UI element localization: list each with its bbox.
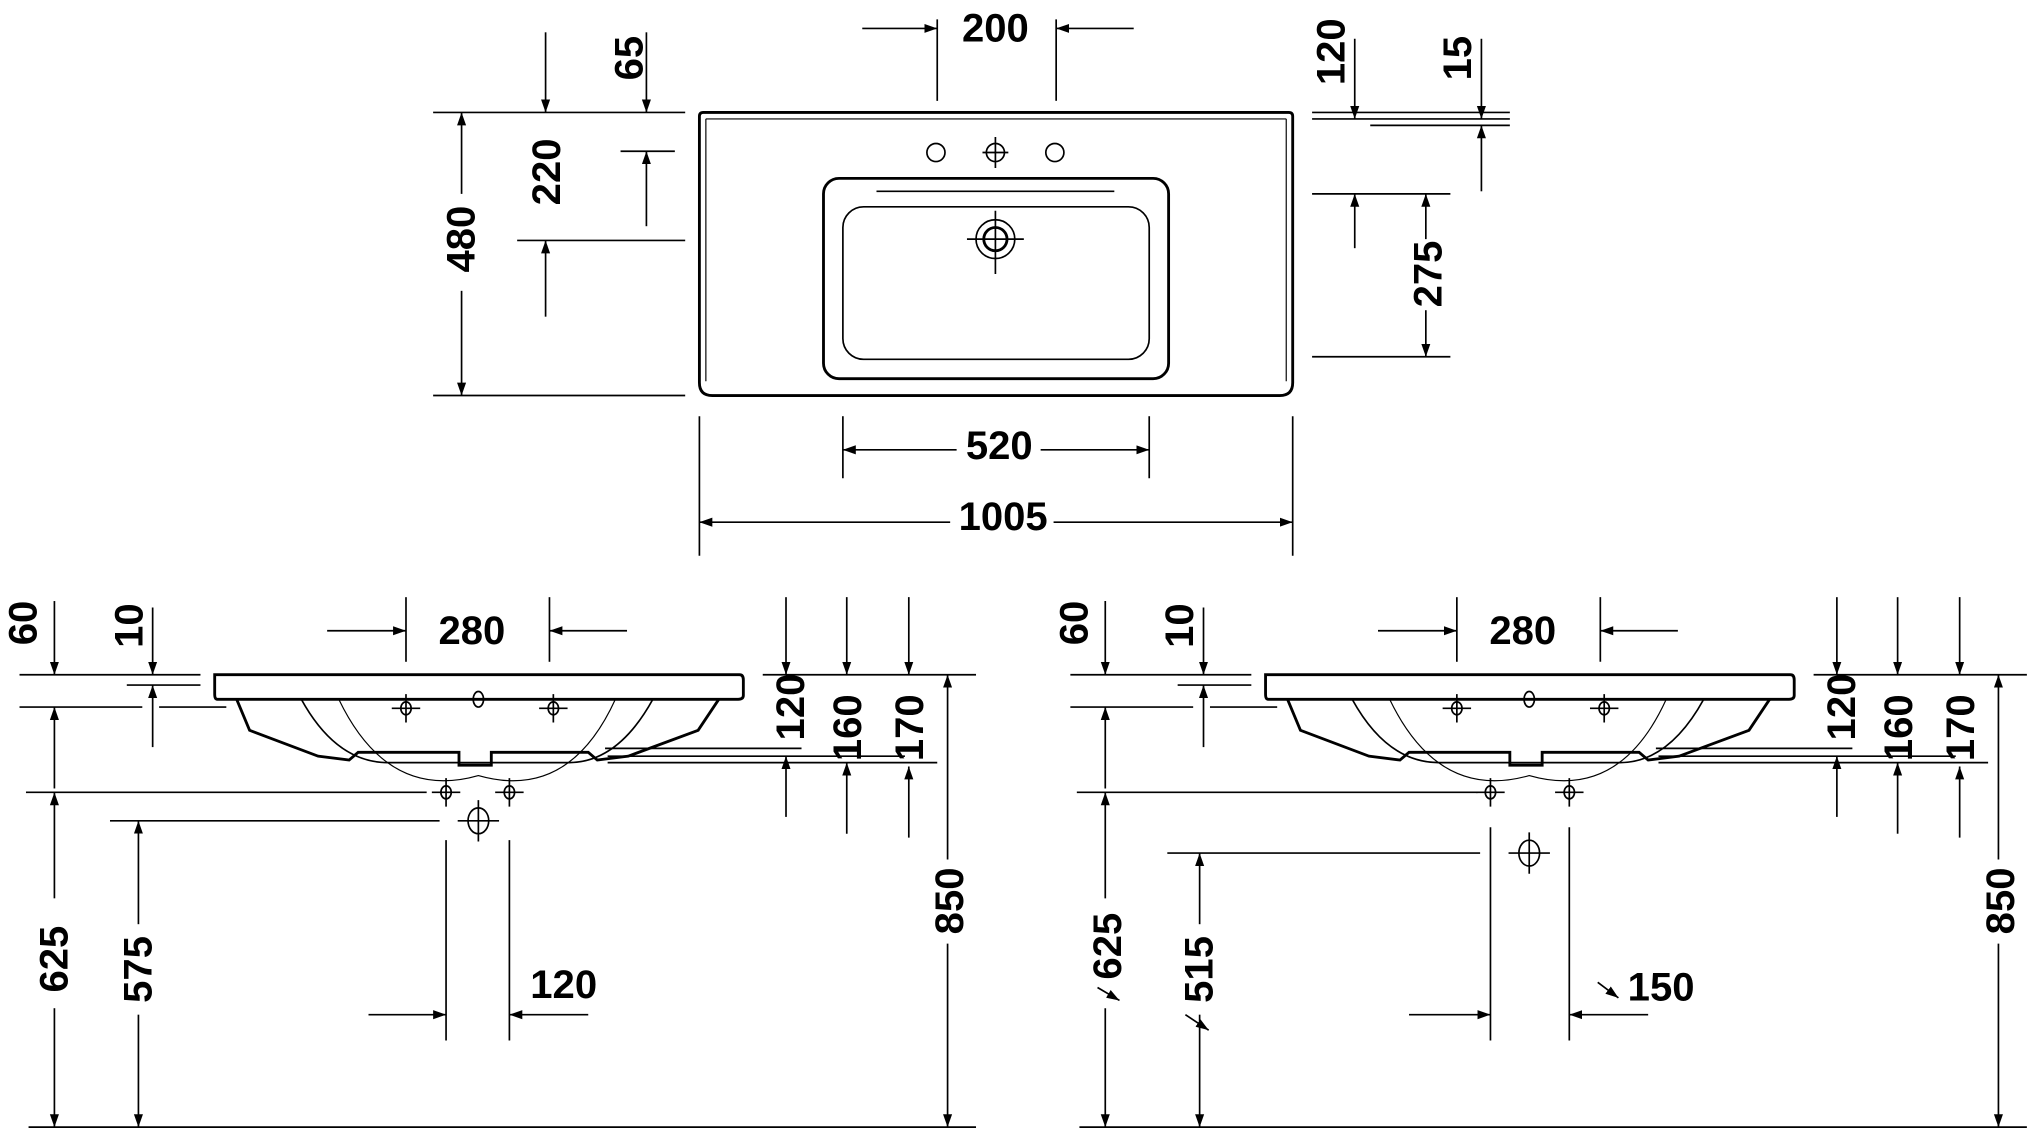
dimension-label: 575 <box>116 936 160 1003</box>
tap-hole-icon <box>1044 142 1065 163</box>
dimension-label: 160 <box>826 694 870 761</box>
supply-hole-icon <box>431 778 461 807</box>
drain-icon <box>966 210 1024 275</box>
dimension-label: 625 <box>32 926 76 993</box>
dimension-label: 515 <box>1178 936 1222 1003</box>
dimension-label: 170 <box>1939 694 1983 761</box>
dimension-label: 200 <box>962 6 1029 50</box>
overflow-icon <box>1523 690 1536 708</box>
bowl-curve <box>338 699 616 782</box>
dimension-label: 120 <box>1820 674 1864 741</box>
leader-arrow <box>1597 981 1619 999</box>
bowl-curve <box>1389 699 1667 782</box>
tap-hole-icon <box>926 142 946 163</box>
supply-hole-icon <box>495 778 524 807</box>
dimension-label: 60 <box>1052 601 1096 646</box>
leader-arrow <box>1184 1013 1210 1031</box>
dimension-label: 170 <box>888 694 932 761</box>
dimension-label: 520 <box>966 424 1033 468</box>
dimension-label: 850 <box>1979 868 2023 935</box>
basin-rim <box>1264 673 1796 701</box>
dimension-label: 625 <box>1086 913 1130 980</box>
top-view <box>697 111 1295 397</box>
dimension-label: 120 <box>1309 18 1353 85</box>
dimension-label: 280 <box>438 609 505 653</box>
supply-hole-icon <box>1555 778 1584 807</box>
basin-outline <box>697 111 1295 397</box>
dimension-label: 10 <box>107 603 151 648</box>
waste-outlet-icon <box>1508 832 1550 874</box>
dimension-label: 480 <box>440 206 484 273</box>
bowl-rim <box>822 176 1171 381</box>
dimension-labels: 200 65 220 480 120 15 275 520 1005 60 10 280 120 160 1… <box>1 6 2023 1009</box>
basin-rim <box>213 673 745 701</box>
dimension-label: 150 <box>1628 966 1695 1010</box>
dimension-label: 60 <box>1 601 45 646</box>
tap-hole-icon <box>539 694 568 723</box>
tap-hole-icon <box>982 137 1009 169</box>
dimension-label: 220 <box>525 138 569 205</box>
tap-hole-icon <box>1589 694 1619 723</box>
dimensions <box>19 19 2027 1128</box>
tap-hole-icon <box>391 694 421 723</box>
waste-outlet-icon <box>457 800 500 842</box>
dimension-label: 280 <box>1489 609 1556 653</box>
supply-hole-icon <box>1476 778 1505 807</box>
overflow-icon <box>472 690 485 708</box>
basin-side-curve <box>300 698 654 764</box>
dimension-label: 10 <box>1158 603 1202 648</box>
basin-side-curve <box>1351 698 1705 764</box>
dimension-label: 850 <box>928 868 972 935</box>
leader-arrow <box>1097 986 1120 1002</box>
dimension-label: 65 <box>608 36 652 81</box>
tap-hole-icon <box>1442 694 1472 723</box>
dimension-label: 275 <box>1406 241 1450 308</box>
dimension-label: 160 <box>1877 694 1921 761</box>
bowl-inner <box>842 205 1151 361</box>
dimension-label: 15 <box>1436 36 1480 81</box>
dimension-label: 1005 <box>959 495 1048 539</box>
dimension-label: 120 <box>530 963 597 1007</box>
dimension-label: 120 <box>769 674 813 741</box>
